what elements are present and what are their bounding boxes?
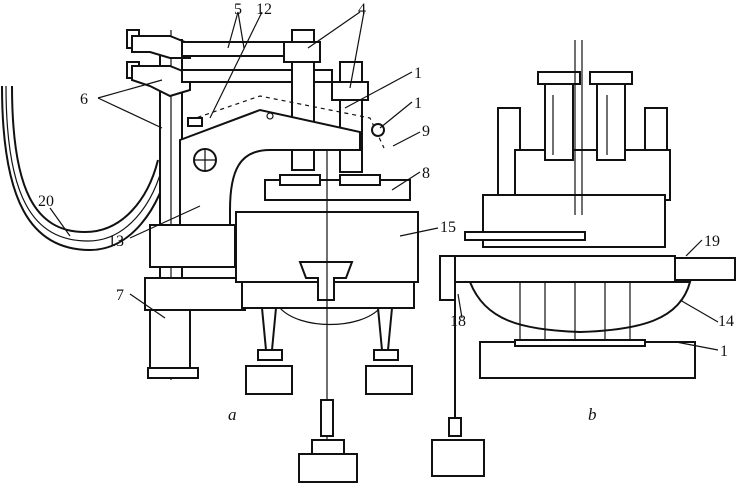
callout-labels: 5 12 4 1 1 9 8 6 13 15 7 20 18 19 14 1 — [38, 1, 734, 360]
callout-1-bottom: 1 — [720, 343, 728, 360]
view-a — [1, 29, 419, 483]
callout-20: 20 — [38, 193, 54, 210]
callout-7: 7 — [116, 287, 124, 304]
callout-19: 19 — [704, 233, 720, 250]
callout-13: 13 — [108, 233, 124, 250]
view-captions: a b — [228, 405, 597, 424]
callout-1-top: 1 — [414, 65, 422, 82]
callout-8: 8 — [422, 165, 430, 182]
callout-9: 9 — [422, 123, 430, 140]
caption-b: b — [588, 405, 597, 424]
leader-lines — [49, 11, 719, 351]
callout-18: 18 — [450, 313, 466, 330]
support-legs — [245, 307, 413, 483]
base-beam — [144, 224, 246, 311]
view-b — [431, 40, 736, 477]
callout-15: 15 — [440, 219, 456, 236]
caption-a: a — [228, 405, 237, 424]
callout-4: 4 — [358, 1, 366, 18]
callout-6: 6 — [80, 91, 88, 108]
callout-5: 5 — [234, 1, 242, 18]
callout-12: 12 — [256, 1, 272, 18]
callout-14: 14 — [718, 313, 734, 330]
callout-1-mid: 1 — [414, 95, 422, 112]
main-block — [235, 150, 419, 440]
curved-cable — [1, 85, 171, 252]
